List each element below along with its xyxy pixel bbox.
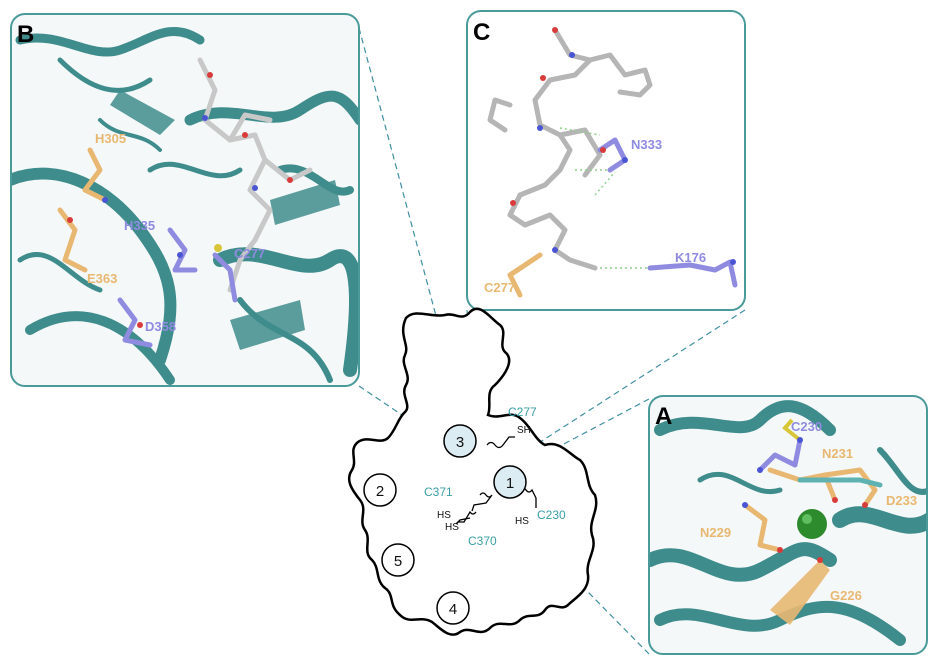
thiol-label-c277: SH <box>517 425 531 436</box>
site-5-label: 5 <box>394 553 402 570</box>
panel-b-label-d358: D358 <box>145 319 176 334</box>
connector-a-top <box>523 398 650 466</box>
cys-label-c370: C370 <box>468 534 497 548</box>
panel-a-structure: C230 N231 D233 N229 G226 <box>649 400 927 646</box>
panel-c-structure: N333 K176 C277 <box>484 27 738 298</box>
site-1: 1 <box>493 465 527 499</box>
panel-b-label-h305: H305 <box>95 131 126 146</box>
cys-label-c277: C277 <box>508 405 537 419</box>
panel-b-label-c277: C277 <box>234 246 265 261</box>
panel-c-label-k176: K176 <box>675 250 706 265</box>
thiol-label-c230: HS <box>515 516 529 527</box>
panel-a-label-c230: C230 <box>791 419 822 434</box>
panel-c-label-n333: N333 <box>631 137 662 152</box>
panel-a: C230 N231 D233 N229 G226 A <box>648 395 928 655</box>
connector-c-right <box>519 309 746 456</box>
panel-b-letter: B <box>17 21 34 48</box>
protein-schematic: 3 1 2 5 4 C277 SH C371 HS HS C230 HS C37… <box>347 307 598 636</box>
panel-b-label-h335: H335 <box>124 218 155 233</box>
protein-outline <box>347 307 598 636</box>
thiol-label-c371: HS <box>437 510 451 521</box>
site-4: 4 <box>436 591 470 625</box>
panel-a-label-d233: D233 <box>886 493 917 508</box>
cys-label-c371: C371 <box>424 485 453 499</box>
panel-b-structure: H305 H335 C277 E363 D358 <box>11 26 359 385</box>
site-2-label: 2 <box>376 483 384 500</box>
panel-a-letter: A <box>655 403 672 430</box>
panel-c-label-c277: C277 <box>484 280 515 295</box>
site-3-label: 3 <box>456 434 464 451</box>
site-2: 2 <box>363 473 397 507</box>
site-4-label: 4 <box>449 601 457 618</box>
panel-a-label-n231: N231 <box>822 446 853 461</box>
site-3: 3 <box>443 424 477 458</box>
thiol-label-c370: HS <box>445 522 459 533</box>
cys-label-c230: C230 <box>537 508 566 522</box>
panel-b: H305 H335 C277 E363 D358 B <box>10 13 360 387</box>
panel-b-label-e363: E363 <box>87 271 117 286</box>
site-5: 5 <box>381 543 415 577</box>
panel-a-label-g226: G226 <box>830 588 862 603</box>
panel-a-label-n229: N229 <box>700 525 731 540</box>
panel-c-letter: C <box>473 19 490 46</box>
site-1-label: 1 <box>506 475 514 492</box>
panel-c: N333 K176 C277 C <box>466 10 746 311</box>
